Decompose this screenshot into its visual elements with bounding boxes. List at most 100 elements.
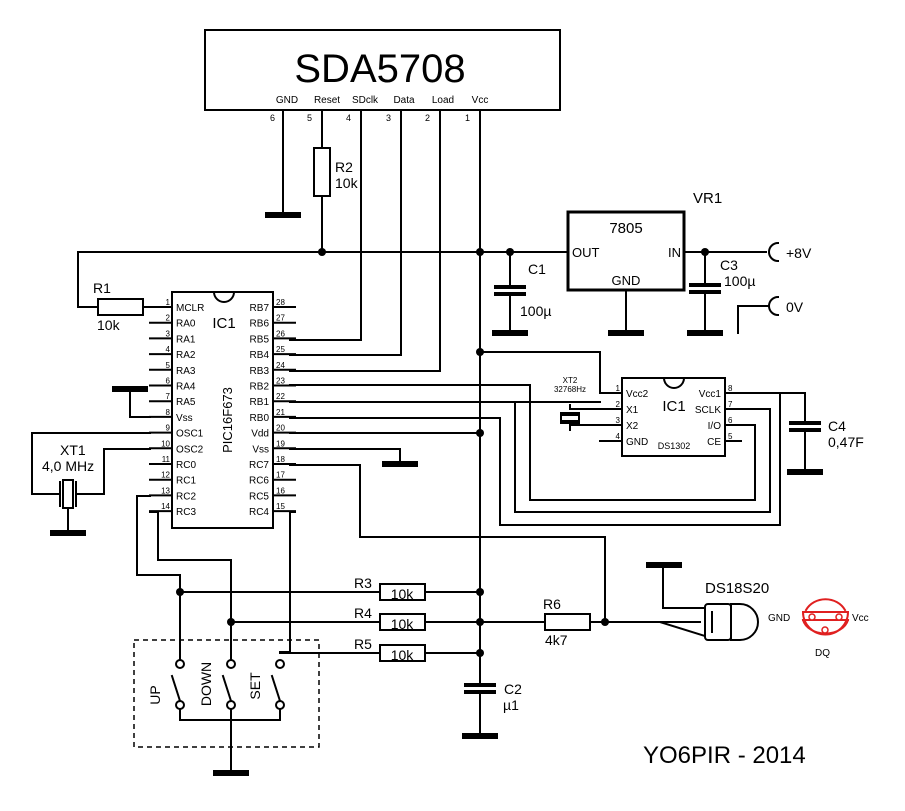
display-pin-load-label: Load xyxy=(432,95,454,106)
r4-ref: R4 xyxy=(354,605,372,621)
pin-number: 24 xyxy=(276,361,285,370)
power-zero-label: 0V xyxy=(786,299,804,315)
switch-network xyxy=(133,495,701,776)
pin-number: 14 xyxy=(161,502,170,511)
mcu-ref: IC1 xyxy=(212,315,235,332)
pin-label: RB4 xyxy=(250,350,270,361)
pin-number: 16 xyxy=(276,486,285,495)
pin-label: Vcc1 xyxy=(699,389,722,400)
r6-ref: R6 xyxy=(543,596,561,612)
pin-label: OSC2 xyxy=(176,444,204,455)
pin-number: 8 xyxy=(728,384,733,393)
r1-ref: R1 xyxy=(93,280,111,296)
switch-set-label: SET xyxy=(247,672,263,700)
pin-label: X2 xyxy=(626,421,639,432)
power-plus-label: +8V xyxy=(786,245,812,261)
pin-label: RA2 xyxy=(176,350,196,361)
display-wires xyxy=(265,109,481,372)
pin-label: CE xyxy=(707,437,721,448)
pin-label: I/O xyxy=(708,421,722,432)
pin-label: X1 xyxy=(626,405,639,416)
pin-label: RB5 xyxy=(250,334,270,345)
pin-number: 28 xyxy=(276,298,285,307)
xt2-ref: XT2 xyxy=(563,376,578,385)
pinout-dq-label: DQ xyxy=(815,648,830,659)
temperature-sensor: DS18S20 xyxy=(604,562,769,641)
pin-number: 8 xyxy=(166,408,171,417)
regulator-gnd-label: GND xyxy=(612,273,641,288)
display-pin-num: 1 xyxy=(465,113,470,123)
pin-number: 19 xyxy=(276,439,285,448)
credit-text: YO6PIR - 2014 xyxy=(643,742,806,769)
pin-label: RC5 xyxy=(249,491,269,502)
pin-label: RB6 xyxy=(250,319,270,330)
switch-up-label: UP xyxy=(147,685,163,704)
pin-number: 22 xyxy=(276,392,285,401)
r4-value: 10k xyxy=(391,616,415,632)
r2-ref: R2 xyxy=(335,159,353,175)
c2-value: µ1 xyxy=(503,697,519,713)
pin-label: RB1 xyxy=(250,397,270,408)
pin-label: RA1 xyxy=(176,334,196,345)
pin-number: 12 xyxy=(161,471,170,480)
regulator-part: 7805 xyxy=(609,220,642,237)
pin-label: SCLK xyxy=(695,405,721,416)
pin-number: 3 xyxy=(616,416,621,425)
pin-number: 7 xyxy=(728,400,733,409)
display-pin-data-label: Data xyxy=(393,95,415,106)
display-pin-num: 3 xyxy=(386,113,391,123)
pin-label: GND xyxy=(626,437,648,448)
display-pin-num: 6 xyxy=(270,113,275,123)
pin-number: 26 xyxy=(276,329,285,338)
vr1-ref: VR1 xyxy=(693,190,722,207)
r6-value: 4k7 xyxy=(545,632,568,648)
regulator: VR1 7805 OUT IN GND xyxy=(566,190,780,336)
vcc-rail xyxy=(77,248,569,656)
pin-number: 25 xyxy=(276,345,285,354)
pin-number: 7 xyxy=(166,392,171,401)
xt1-value: 4,0 MHz xyxy=(42,458,94,474)
pin-number: 2 xyxy=(616,400,621,409)
regulator-out-label: OUT xyxy=(572,245,600,260)
r3-value: 10k xyxy=(391,586,415,602)
display-pin-gnd-label: GND xyxy=(276,95,298,106)
r5-ref: R5 xyxy=(354,636,372,652)
pin-number: 6 xyxy=(166,377,171,386)
pin-number: 11 xyxy=(162,455,171,464)
r1-value: 10k xyxy=(97,317,121,333)
display-pin-num: 5 xyxy=(307,113,312,123)
mcu-left-pins: 1MCLR2RA03RA14RA25RA36RA47RA58Vss9OSC110… xyxy=(149,298,204,518)
display-title: SDA5708 xyxy=(294,47,465,91)
pin-label: RB0 xyxy=(250,413,270,424)
pin-number: 5 xyxy=(728,432,733,441)
pin-label: Vdd xyxy=(251,429,269,440)
pin-label: RB3 xyxy=(250,366,270,377)
pin-number: 2 xyxy=(166,314,171,323)
c1-ref: C1 xyxy=(528,261,546,277)
r5-value: 10k xyxy=(391,647,415,663)
rtc-ref: IC1 xyxy=(662,398,685,415)
sensor-pinout: GND Vcc DQ xyxy=(768,598,869,659)
mcu-part: PIC16F673 xyxy=(220,387,235,453)
mcu-right-pins: 28RB727RB626RB525RB424RB323RB222RB121RB0… xyxy=(249,298,296,518)
sensor-part: DS18S20 xyxy=(705,580,769,597)
pin-number: 18 xyxy=(276,455,285,464)
rtc-part: DS1302 xyxy=(658,441,691,451)
pin-number: 3 xyxy=(166,329,171,338)
xt1-ref: XT1 xyxy=(60,442,86,458)
mcu: IC1 PIC16F673 1MCLR2RA03RA14RA25RA36RA47… xyxy=(149,290,296,529)
pin-label: MCLR xyxy=(176,303,204,314)
pinout-vcc-label: Vcc xyxy=(852,613,869,624)
pin-label: RA3 xyxy=(176,366,196,377)
pin-number: 27 xyxy=(276,314,285,323)
pin-label: Vcc2 xyxy=(626,389,649,400)
pin-label: Vss xyxy=(252,444,269,455)
pin-number: 10 xyxy=(161,439,170,448)
pin-number: 4 xyxy=(616,432,621,441)
r2-value: 10k xyxy=(335,175,359,191)
pin-number: 21 xyxy=(276,408,285,417)
switch-down-label: DOWN xyxy=(198,662,214,706)
pin-number: 5 xyxy=(166,361,171,370)
